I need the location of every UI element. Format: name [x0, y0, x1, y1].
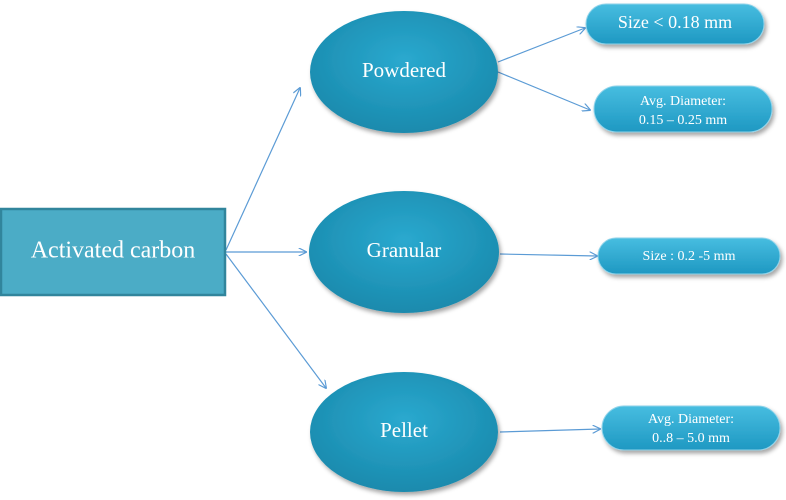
connector-powdered-size: [497, 28, 585, 63]
detail-text-powdered-size: Size < 0.18 mm: [618, 12, 732, 32]
category-label-powdered: Powdered: [362, 58, 446, 82]
detail-pill-granular-size: [597, 237, 781, 275]
detail-text-granular-size: Size : 0.2 -5 mm: [643, 249, 736, 264]
connector-root-powdered: [225, 88, 300, 251]
connector-pellet-diameter: [499, 429, 600, 432]
connector-powdered-diameter: [497, 71, 590, 110]
category-node-granular: [309, 191, 499, 313]
category-node-powdered: [310, 11, 498, 133]
connector-granular-size: [499, 254, 597, 256]
category-label-pellet: Pellet: [380, 418, 428, 442]
detail-text-pellet-diameter-line2: 0..8 – 5.0 mm: [652, 431, 730, 446]
detail-pill-powdered-size: [585, 3, 765, 45]
detail-pill-pellet-diameter: [601, 405, 781, 451]
detail-text-pellet-diameter-line1: Avg. Diameter:: [648, 412, 734, 427]
detail-pill-powdered-diameter: [593, 85, 773, 133]
category-label-granular: Granular: [367, 238, 442, 262]
root-node: Activated carbon: [0, 207, 227, 297]
detail-text-powdered-diameter-line2: 0.15 – 0.25 mm: [639, 113, 727, 128]
category-node-pellet: [310, 372, 498, 492]
root-node-label: Activated carbon: [31, 238, 196, 264]
detail-text-powdered-diameter-line1: Avg. Diameter:: [640, 94, 726, 109]
connector-root-pellet: [225, 253, 326, 388]
